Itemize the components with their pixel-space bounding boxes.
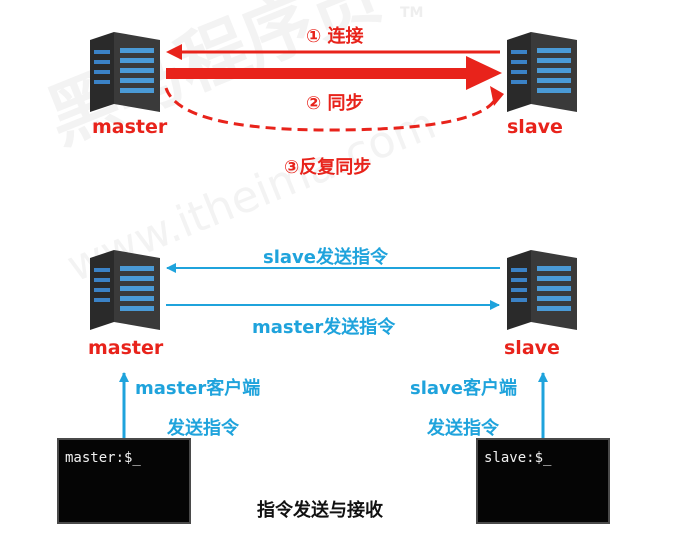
- master-server-icon: [90, 32, 160, 112]
- repeat-sync-arrow: [164, 86, 504, 132]
- sync-arrow: [166, 56, 502, 90]
- master-terminal-prompt: master:$_: [65, 450, 141, 466]
- master-terminal[interactable]: master:$_: [57, 438, 191, 524]
- slave-terminal[interactable]: slave:$_: [476, 438, 610, 524]
- watermark-tm: TM: [400, 5, 424, 21]
- top-master-label: master: [92, 116, 168, 138]
- master-client-send-label: 发送指令: [167, 418, 239, 439]
- slave-terminal-prompt: slave:$_: [484, 450, 552, 466]
- diagram-caption: 指令发送与接收: [257, 500, 383, 521]
- step-repeat-sync-label: ③反复同步: [284, 157, 372, 178]
- master-server-icon-bottom: [90, 250, 160, 330]
- step-sync-label: ② 同步: [306, 93, 364, 114]
- slave-client-send-label: 发送指令: [427, 418, 499, 439]
- step-connect-label: ① 连接: [306, 26, 364, 47]
- slave-client-label: slave客户端: [410, 378, 517, 399]
- bottom-slave-label: slave: [504, 337, 560, 359]
- connect-arrow: [166, 44, 500, 60]
- top-slave-label: slave: [507, 116, 563, 138]
- bottom-master-label: master: [88, 337, 164, 359]
- master-client-label: master客户端: [135, 378, 261, 399]
- slave-server-icon: [507, 32, 577, 112]
- slave-server-icon-bottom: [507, 250, 577, 330]
- slave-to-master-label: slave发送指令: [263, 247, 388, 268]
- master-to-slave-label: master发送指令: [252, 317, 396, 338]
